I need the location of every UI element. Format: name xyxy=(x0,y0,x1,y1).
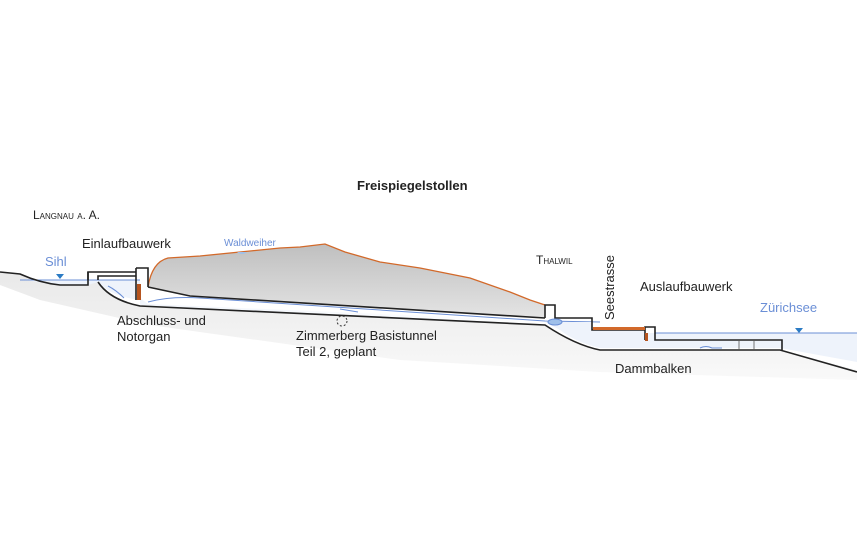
flow-arrow-icon xyxy=(339,308,359,313)
vortex-icon xyxy=(547,318,563,326)
label-stoplogs: Dammbalken xyxy=(615,361,692,376)
label-waldweiher: Waldweiher xyxy=(224,238,276,249)
surface-line xyxy=(147,243,546,306)
sihl-water-level-icon xyxy=(56,274,64,279)
lake-water xyxy=(545,322,857,362)
ground xyxy=(0,272,857,380)
label-tunnel-1: Zimmerberg Basistunnel xyxy=(296,328,437,343)
diagram-title: Freispiegelstollen xyxy=(357,178,468,193)
tunnel-water xyxy=(140,298,545,325)
label-langnau: Langnau a. A. xyxy=(33,208,100,222)
label-outlet: Auslaufbauwerk xyxy=(640,279,733,294)
label-tunnel-2: Teil 2, geplant xyxy=(296,344,377,359)
tunnel-crown xyxy=(147,286,546,319)
tunnel-water-line xyxy=(147,297,601,323)
label-inlet: Einlaufbauwerk xyxy=(82,236,171,251)
label-shutoff-1: Abschluss- und xyxy=(117,313,206,328)
shutoff-gate xyxy=(137,284,141,300)
flow-arrow-icon xyxy=(107,285,125,299)
label-thalwil: Thalwil xyxy=(536,253,573,267)
label-seestrasse: Seestrasse xyxy=(602,254,618,321)
label-zurichsee: Zürichsee xyxy=(760,300,818,315)
inlet-structure xyxy=(87,267,149,300)
left-ground-line xyxy=(0,271,136,286)
outlet-gate xyxy=(645,333,648,341)
sihl-water xyxy=(20,280,140,300)
waldweiher-pond xyxy=(237,252,247,254)
seestrasse-road xyxy=(593,327,645,330)
tunnel-invert xyxy=(97,281,857,373)
future-tunnel-marker xyxy=(336,315,348,327)
lake-water-level-icon xyxy=(795,328,803,333)
label-shutoff-2: Notorgan xyxy=(117,329,171,344)
flow-arrow-icon xyxy=(699,346,722,349)
label-sihl: Sihl xyxy=(45,254,67,269)
